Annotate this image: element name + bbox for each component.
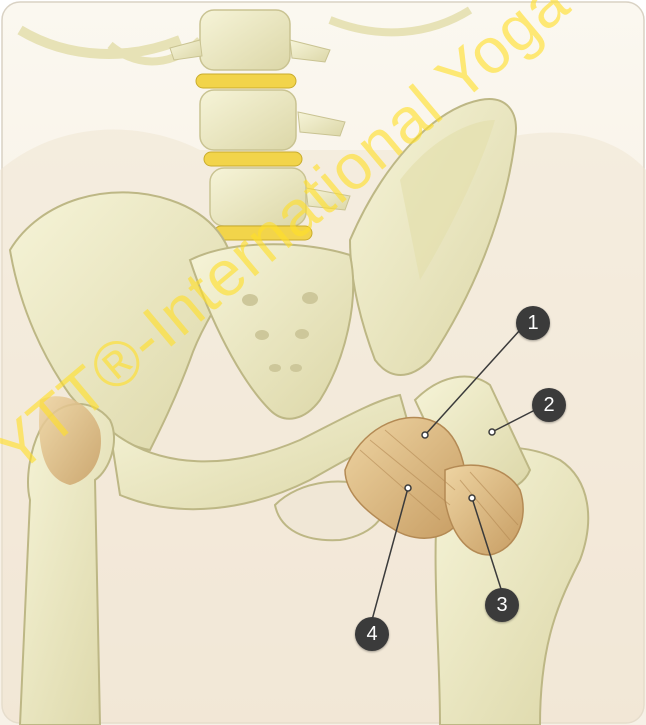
callout-marker-2: 2 [532, 388, 566, 422]
callout-marker-4: 4 [355, 617, 389, 651]
callout-marker-1: 1 [516, 306, 550, 340]
callout-marker-3: 3 [485, 588, 519, 622]
